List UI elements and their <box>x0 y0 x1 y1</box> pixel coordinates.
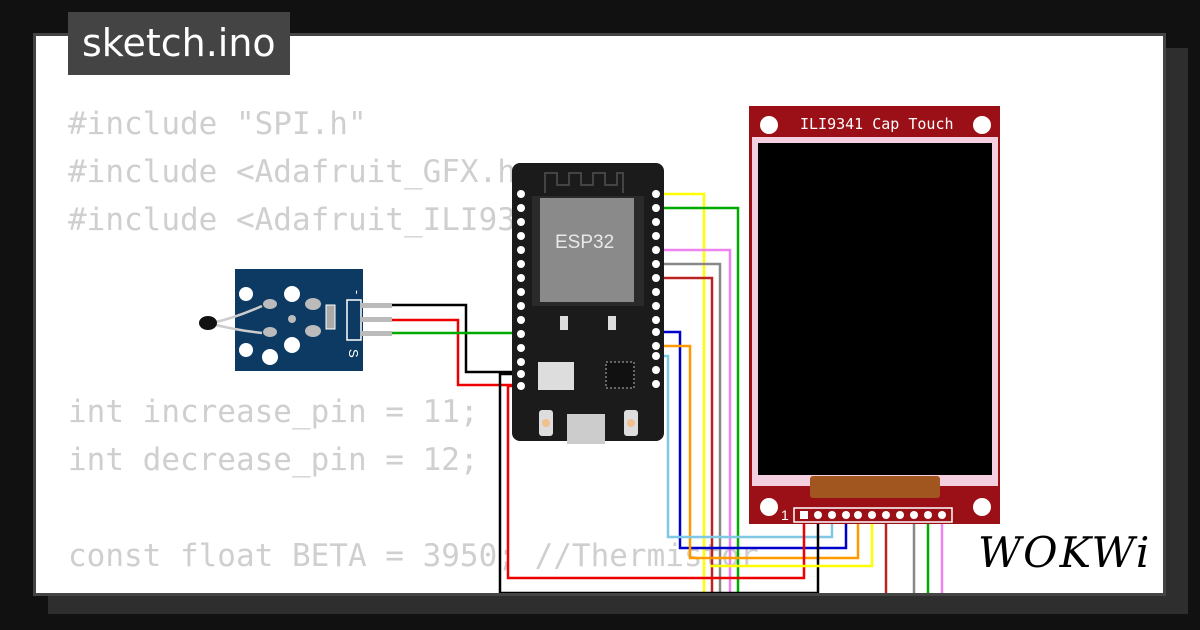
sensor-pad <box>263 327 277 337</box>
lcd-pins <box>800 511 946 519</box>
lcd-screen[interactable] <box>758 143 992 475</box>
sensor-mount-hole <box>262 349 278 365</box>
esp32-regulator <box>538 362 574 390</box>
code-line-2: #include <Adafruit_GFX.h> <box>68 154 535 190</box>
lcd-flex-cable <box>810 476 940 498</box>
esp32-label: ESP32 <box>555 232 614 253</box>
wire-yellow[interactable] <box>656 192 706 600</box>
esp32-pad <box>560 316 568 330</box>
esp32-pins-right <box>652 190 660 388</box>
sensor-pad <box>288 315 296 323</box>
ntc-sensor-module[interactable]: - S <box>199 269 392 371</box>
sensor-mount-hole <box>239 343 253 357</box>
wire-lcd-vcc[interactable] <box>506 384 806 580</box>
sensor-pin[interactable] <box>360 331 392 336</box>
sensor-mount-hole <box>284 337 300 353</box>
code-line-7: int increase_pin = 11; <box>68 394 479 430</box>
code-line-1: #include "SPI.h" <box>68 106 367 142</box>
sensor-pin-signal-label: S <box>346 349 361 358</box>
wire-vcc[interactable] <box>392 318 522 387</box>
wire-green[interactable] <box>656 206 740 600</box>
lcd-label: ILI9341 Cap Touch <box>800 115 954 133</box>
sensor-mount-hole <box>284 286 300 302</box>
lcd-header <box>793 507 953 523</box>
wire-darkred[interactable] <box>656 276 714 600</box>
sensor-pin[interactable] <box>360 317 392 322</box>
esp32-usb-chip <box>605 361 635 389</box>
esp32-module-shield <box>540 198 634 302</box>
esp32-pins-left <box>517 190 525 390</box>
lcd-pin1-label: 1 <box>781 507 789 523</box>
thermistor-bead <box>199 316 217 330</box>
esp32-boot-button-cap <box>542 419 550 427</box>
lcd-mount-hole <box>973 116 991 134</box>
file-tab[interactable]: sketch.ino <box>68 12 290 75</box>
sensor-resistor <box>325 304 336 330</box>
lcd-mount-hole <box>973 498 991 516</box>
esp32-pad <box>608 316 616 330</box>
wire-orange[interactable] <box>656 344 860 560</box>
ili9341-display[interactable]: ILI9341 Cap Touch 1 <box>749 106 1000 524</box>
esp32-usb-port[interactable] <box>567 414 605 444</box>
esp32-board[interactable]: ESP32 <box>512 163 664 444</box>
sensor-pin[interactable] <box>360 303 392 308</box>
wires <box>392 192 944 600</box>
wire-gnd[interactable] <box>392 303 522 374</box>
sensor-pad <box>263 299 277 309</box>
lcd-mount-hole <box>760 116 778 134</box>
lcd-mount-hole <box>760 498 778 516</box>
code-line-8: int decrease_pin = 12; <box>68 442 479 478</box>
sensor-mount-hole <box>239 287 253 301</box>
esp32-antenna <box>544 172 624 193</box>
wire-blue[interactable] <box>656 330 848 550</box>
wire-lcd-yellow[interactable] <box>710 515 874 568</box>
sensor-pin-minus-label: - <box>350 290 365 294</box>
sensor-board <box>235 269 363 371</box>
wire-gray[interactable] <box>656 262 722 600</box>
sensor-pad <box>305 298 321 310</box>
esp32-en-button-cap <box>627 419 635 427</box>
sensor-pad <box>305 325 321 337</box>
wire-pink[interactable] <box>656 248 732 600</box>
wokwi-logo: WOKWi <box>978 528 1152 577</box>
